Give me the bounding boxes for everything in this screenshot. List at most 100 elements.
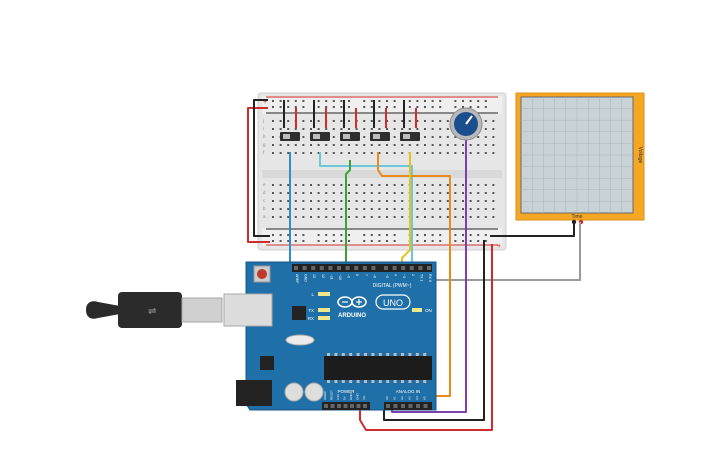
digital-pin-label: ~10 <box>338 274 342 280</box>
chip-legs <box>327 353 427 383</box>
power-jack <box>236 380 272 406</box>
usb-chip <box>292 306 306 320</box>
slide-switch-handle[interactable] <box>373 134 380 139</box>
row-letter: e <box>263 182 266 187</box>
led-on-label: ON <box>425 308 432 313</box>
led-tx-label: TX <box>308 308 314 313</box>
row-letter: f <box>263 150 265 155</box>
header-pins <box>294 266 431 408</box>
wire-red-5v <box>359 244 493 431</box>
slide-switch-handle[interactable] <box>283 134 290 139</box>
digital-pin-label: 8 <box>355 274 359 276</box>
wire-red-rail-loop <box>247 107 270 243</box>
slide-switch-handle[interactable] <box>313 134 320 139</box>
wire-green <box>345 160 351 278</box>
oscilloscope-x-label: Time <box>572 214 583 220</box>
center-channel <box>262 170 502 178</box>
digital-label: DIGITAL (PWM~) <box>373 283 412 289</box>
power-label: POWER <box>337 389 355 394</box>
wire-cyan <box>319 152 413 265</box>
arduino-logo-icon <box>337 296 367 308</box>
potentiometer[interactable] <box>449 107 483 141</box>
row-letter: h <box>263 134 266 139</box>
digital-pin-label: 2 <box>411 274 415 276</box>
digital-pin-label: 4 <box>394 274 398 276</box>
digital-pin-label: AREF <box>295 274 299 283</box>
usb-port <box>223 293 273 327</box>
analog-pin-label: A0 <box>385 396 389 400</box>
row-letter: g <box>263 142 266 147</box>
digital-pin-label: ~5 <box>385 274 389 278</box>
power-rail-bottom <box>262 228 502 246</box>
row-letter: j <box>262 118 264 123</box>
wire-black-gnd <box>383 240 485 421</box>
wire-gray-scope <box>416 222 581 281</box>
power-rail-top <box>262 96 502 114</box>
analog-pin-label: A2 <box>400 396 404 400</box>
analog-label: ANALOG IN <box>396 389 421 394</box>
wire-orange <box>377 152 451 397</box>
slide-switch-handle[interactable] <box>403 134 410 139</box>
digital-pin-label: 13 <box>312 274 316 278</box>
svg-text:⇌: ⇌ <box>148 306 156 317</box>
power-pin-label: 3.3V <box>336 394 340 400</box>
arduino-model: UNO <box>383 298 403 308</box>
led-rx-label: RX <box>308 316 314 321</box>
analog-pin-label: A3 <box>408 396 412 400</box>
led-tx <box>318 308 330 312</box>
wires <box>247 99 581 431</box>
digital-pin-label: ~3 <box>402 274 406 278</box>
slide-switch-handle[interactable] <box>343 134 350 139</box>
row-letter: a <box>263 214 266 219</box>
digital-pin-label: 12 <box>321 274 325 278</box>
digital-pin-label: ~11 <box>329 274 333 280</box>
oscilloscope[interactable]: Time Voltage <box>515 92 645 225</box>
analog-pin-label: A1 <box>393 396 397 400</box>
oscilloscope-grid <box>521 97 633 213</box>
analog-header <box>384 402 432 410</box>
power-pin-label: 5V <box>343 396 347 400</box>
led-l <box>318 292 330 296</box>
potentiometer-indicator <box>465 115 473 125</box>
power-pin-label: IOREF <box>323 391 327 400</box>
oscilloscope-y-label: Voltage <box>637 147 643 164</box>
led-l-label: L <box>311 292 314 297</box>
digital-pin-label: RX 0 <box>428 274 432 282</box>
rail-plus-label: + <box>263 99 267 106</box>
slide-switches[interactable] <box>280 100 420 141</box>
led-on <box>412 308 422 312</box>
crystal <box>285 334 315 346</box>
wire-black-scope <box>490 222 575 237</box>
row-letter: c <box>263 198 266 203</box>
power-pin-label: GND <box>356 393 360 401</box>
wire-black-rail-loop <box>253 99 270 237</box>
digital-pin-label: GND <box>304 274 308 282</box>
analog-pin-label: A5 <box>423 396 427 400</box>
power-pin-label: Vin <box>362 395 366 400</box>
arduino-brand: ARDUINO <box>338 313 366 319</box>
power-pin-label: GND <box>349 393 353 401</box>
rail-plus-label-bottom: + <box>497 243 501 250</box>
row-letter: d <box>263 190 266 195</box>
uno-badge <box>375 294 411 310</box>
capacitor-1 <box>284 382 304 402</box>
arduino-uno-board[interactable]: AREF GND 13 12 ~11 ~10 ~9 8 7 ~6 ~5 4 ~3 2 TX 1 RX 0 IO… <box>223 261 437 411</box>
row-letter: b <box>263 206 266 211</box>
power-pin-label: RESET <box>330 390 334 400</box>
digital-pin-labels: AREF GND 13 12 ~11 ~10 ~9 8 7 ~6 ~5 4 ~3 2 TX 1 RX 0 <box>295 274 432 283</box>
analog-pin-label: A4 <box>415 396 419 400</box>
digital-header <box>292 264 432 272</box>
digital-pin-label: ~9 <box>347 274 351 278</box>
row-letter: i <box>263 126 264 131</box>
usb-cable: ⇌ <box>86 292 223 328</box>
digital-pin-label: 7 <box>364 274 368 276</box>
atmega-chip <box>324 356 432 380</box>
reset-button-cap[interactable] <box>257 269 267 279</box>
voltage-regulator <box>260 356 274 370</box>
digital-pin-label: TX 1 <box>419 274 423 281</box>
digital-pin-label: ~6 <box>372 274 376 278</box>
